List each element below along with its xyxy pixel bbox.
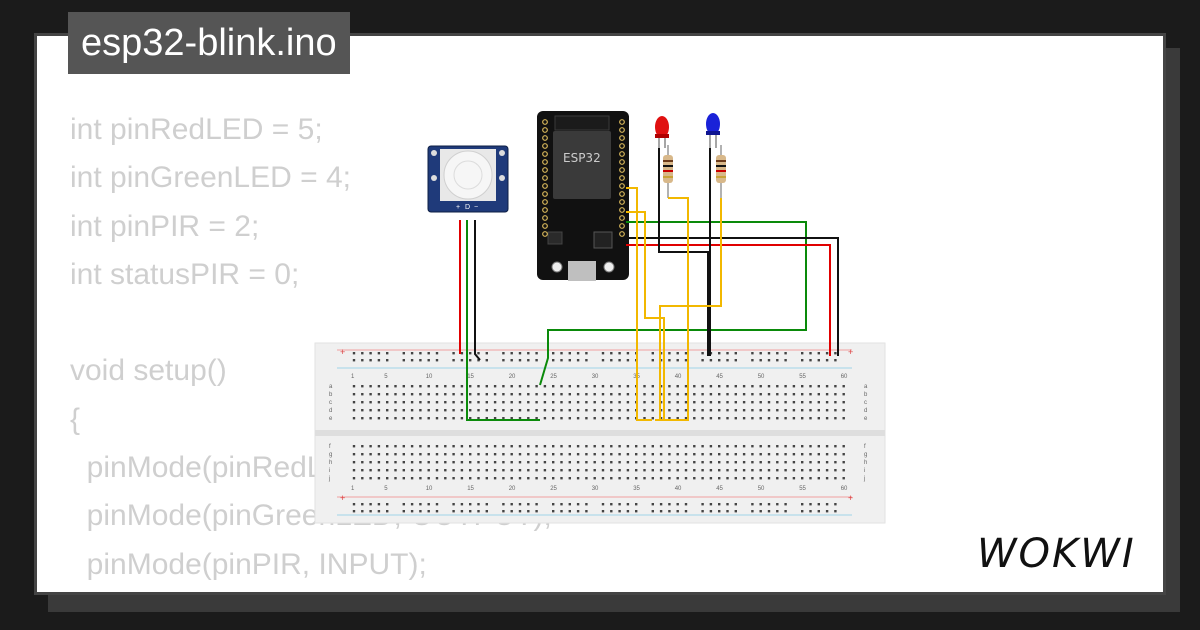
code-line: pinMode(pinPIR, INPUT); [70, 547, 427, 581]
row-letter: i [329, 468, 330, 474]
wire-black-pir [474, 220, 481, 361]
column-number: 40 [675, 374, 682, 380]
pir-pin-vcc: + [456, 204, 460, 211]
code-line: int pinGreenLED = 4; [70, 161, 352, 195]
row-letter: c [864, 400, 867, 406]
row-letter: a [329, 384, 333, 390]
row-letter: d [864, 408, 867, 414]
row-letter: e [864, 416, 868, 422]
wire-yellow-r2 [659, 198, 722, 420]
column-number: 55 [799, 374, 806, 380]
svg-text:+: + [340, 493, 345, 503]
column-number: 20 [509, 486, 516, 492]
column-number: 1 [351, 374, 355, 380]
column-number: 30 [592, 486, 599, 492]
row-letter: j [863, 476, 865, 482]
breadboard: + + + + 11551010151520202525303035354040… [314, 342, 886, 524]
wire-black-esp [626, 237, 839, 356]
project-filename[interactable]: esp32-blink.ino [68, 12, 350, 74]
pir-pin-data: D [465, 204, 470, 211]
resistor-1[interactable] [663, 145, 673, 198]
row-letter: h [864, 460, 867, 466]
column-number: 20 [509, 374, 516, 380]
svg-text:+: + [340, 347, 345, 357]
esp32-board[interactable]: ESP32 [537, 111, 629, 281]
row-letter: j [328, 476, 330, 482]
row-letter: f [864, 444, 866, 450]
column-number: 25 [550, 374, 557, 380]
wire-black-led1 [658, 148, 709, 356]
wire-yellow-1 [626, 187, 652, 421]
column-number: 60 [841, 486, 848, 492]
wire-green-pir [466, 220, 540, 421]
reset-button-icon[interactable] [603, 261, 615, 273]
wire-red-esp [626, 244, 831, 356]
column-number: 45 [716, 374, 723, 380]
wire-yellow-r1 [662, 197, 689, 421]
row-letter: e [329, 416, 333, 422]
wokwi-logo[interactable]: WOKWI [975, 522, 1150, 578]
row-letter: c [329, 400, 332, 406]
wire-green-esp [539, 221, 807, 386]
column-number: 60 [841, 374, 848, 380]
column-number: 55 [799, 486, 806, 492]
code-line: { [70, 402, 81, 436]
column-number: 25 [550, 486, 557, 492]
svg-text:+: + [848, 493, 853, 503]
boot-button-icon[interactable] [551, 261, 563, 273]
column-number: 5 [384, 374, 388, 380]
code-line: int pinPIR = 2; [70, 209, 260, 243]
led-blue[interactable] [706, 113, 720, 148]
wokwi-logo-text: WOKWI [977, 531, 1136, 577]
code-line: void setup() [70, 354, 227, 388]
row-letter: b [329, 392, 333, 398]
code-line: int pinRedLED = 5; [70, 113, 323, 146]
row-letter: d [329, 408, 332, 414]
wires [459, 148, 839, 421]
esp32-label: ESP32 [563, 151, 601, 165]
column-number: 5 [384, 486, 388, 492]
row-letter: h [329, 460, 332, 466]
row-letter: a [864, 384, 868, 390]
column-number: 50 [758, 486, 765, 492]
column-number: 45 [716, 486, 723, 492]
row-letter: b [864, 392, 868, 398]
resistor-2[interactable] [716, 145, 726, 198]
row-letter: g [329, 452, 332, 458]
svg-text:+: + [848, 347, 853, 357]
column-number: 10 [426, 374, 433, 380]
column-number: 1 [351, 486, 355, 492]
row-letter: i [864, 468, 865, 474]
code-line: int statusPIR = 0; [70, 257, 300, 291]
column-number: 15 [467, 486, 474, 492]
row-letter: g [864, 452, 867, 458]
led-red[interactable] [655, 116, 669, 148]
column-number: 15 [467, 374, 474, 380]
column-number: 30 [592, 374, 599, 380]
column-number: 10 [426, 486, 433, 492]
column-number: 50 [758, 374, 765, 380]
pir-pin-gnd: − [474, 204, 478, 211]
pir-sensor[interactable]: + D − [427, 145, 509, 213]
column-number: 35 [633, 486, 640, 492]
row-letter: f [329, 444, 331, 450]
column-number: 40 [675, 486, 682, 492]
